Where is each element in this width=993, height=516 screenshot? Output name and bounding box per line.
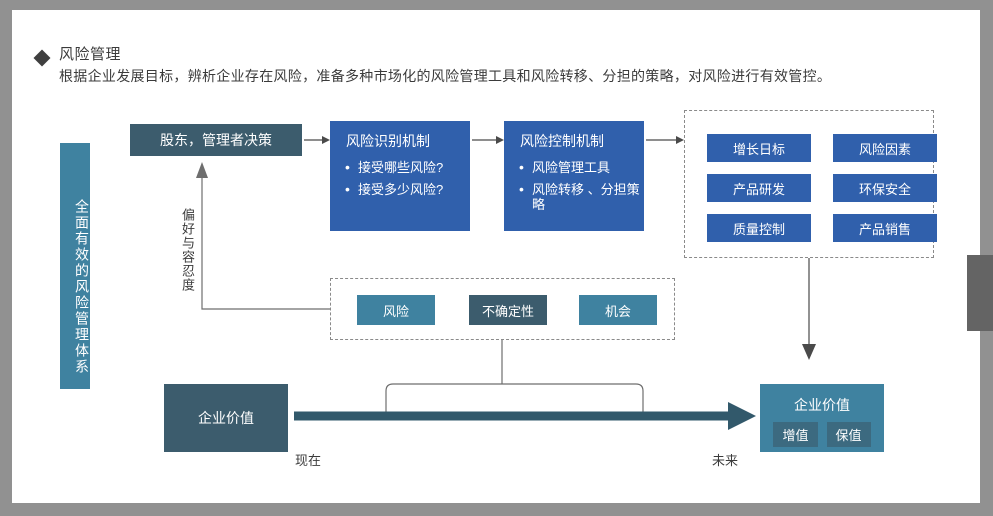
objectives-dashed-group: 增长日标 风险因素 产品研发 环保安全 质量控制 产品销售 xyxy=(684,110,937,258)
objective-box[interactable]: 环保安全 xyxy=(833,174,937,202)
enterprise-value-now-box[interactable]: 企业价值 xyxy=(164,384,288,452)
diamond-bullet-icon xyxy=(33,49,51,67)
left-vertical-banner-label: 全面有效的风险管理体系 xyxy=(74,199,90,375)
risk-identification-item: 接受哪些风险? xyxy=(330,160,470,175)
objective-box[interactable]: 产品研发 xyxy=(707,174,811,202)
objective-box[interactable]: 产品销售 xyxy=(833,214,937,242)
shareholder-decision-label: 股东，管理者决策 xyxy=(160,132,272,148)
risk-spectrum-dashed-group: 风险 不确定性 机会 xyxy=(330,278,675,340)
shareholder-decision-box[interactable]: 股东，管理者决策 xyxy=(130,124,302,156)
risk-identification-title: 风险识别机制 xyxy=(346,133,430,149)
risk-control-box[interactable]: 风险控制机制 风险管理工具 风险转移 、分担策略 xyxy=(504,121,644,231)
objective-box[interactable]: 风险因素 xyxy=(833,134,937,162)
objective-box[interactable]: 增长日标 xyxy=(707,134,811,162)
enterprise-value-now-label: 企业价值 xyxy=(198,410,254,426)
risk-identification-item: 接受多少风险? xyxy=(330,182,470,197)
risk-control-item: 风险管理工具 xyxy=(504,160,644,175)
enterprise-value-future-pills: 增值 保值 xyxy=(760,422,884,447)
enterprise-value-future-title: 企业价值 xyxy=(794,397,850,413)
spectrum-box-opportunity[interactable]: 机会 xyxy=(579,295,657,325)
value-pill-preservation[interactable]: 保值 xyxy=(826,422,871,447)
page-title: 风险管理 xyxy=(59,46,122,63)
risk-control-title: 风险控制机制 xyxy=(520,133,604,149)
objective-box[interactable]: 质量控制 xyxy=(707,214,811,242)
value-pill-appreciation[interactable]: 增值 xyxy=(773,422,818,447)
enterprise-value-future-box[interactable]: 企业价值 增值 保值 xyxy=(760,384,884,452)
vertical-scrollbar-thumb[interactable] xyxy=(967,255,993,331)
page-subtitle: 根据企业发展目标，辨析企业存在风险，准备多种市场化的风险管理工具和风险转移、分担… xyxy=(59,68,832,84)
risk-control-item: 风险转移 、分担策略 xyxy=(504,182,644,212)
spectrum-box-uncertainty[interactable]: 不确定性 xyxy=(469,295,547,325)
slide-canvas: 风险管理 根据企业发展目标，辨析企业存在风险，准备多种市场化的风险管理工具和风险… xyxy=(12,10,981,503)
axis-label-future: 未来 xyxy=(712,453,739,468)
risk-identification-box[interactable]: 风险识别机制 接受哪些风险? 接受多少风险? xyxy=(330,121,470,231)
preference-tolerance-label: 偏好与容忍度 xyxy=(180,208,195,292)
axis-label-now: 现在 xyxy=(295,453,322,468)
spectrum-box-risk[interactable]: 风险 xyxy=(357,295,435,325)
left-vertical-banner: 全面有效的风险管理体系 xyxy=(60,143,90,389)
